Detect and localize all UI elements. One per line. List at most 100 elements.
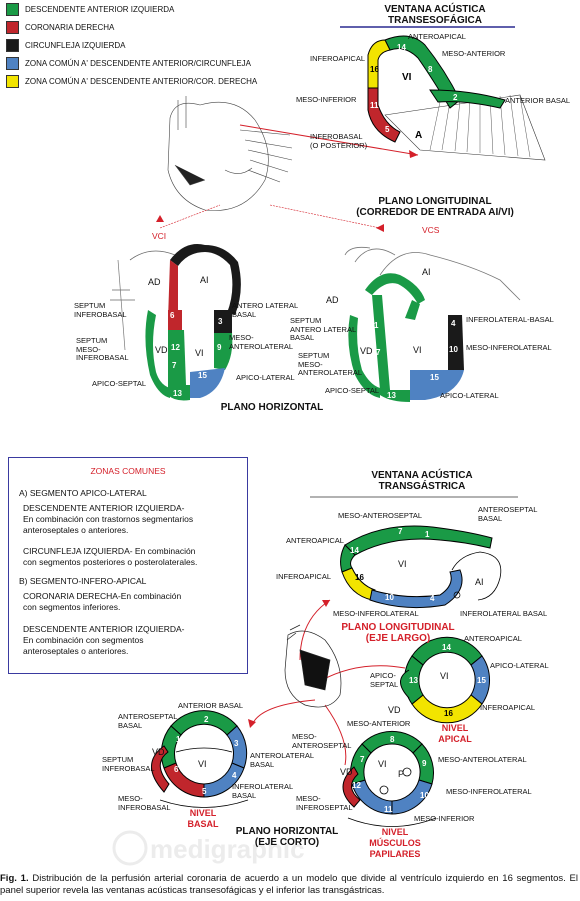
lbl-vi-basal: VI xyxy=(198,759,207,769)
heart-illustration-top xyxy=(167,96,293,211)
plano-h-bottom-2: (EJE CORTO) xyxy=(254,837,320,848)
lbl-anterior-basal-top: ANTERIOR BASAL xyxy=(505,96,571,105)
papillary-level-ring: 8 7 9 10 11 12 xyxy=(342,730,434,815)
basal-level-ring: 2 1 3 4 5 6 xyxy=(151,710,248,798)
lbl-ad-left: AD xyxy=(148,277,161,287)
lbl-anteroapical-top: ANTEROAPICAL xyxy=(408,32,466,41)
legend-item-zona-da-cd: ZONA COMÚN A' DESCENDENTE ANTERIOR/COR. … xyxy=(6,75,257,88)
segment-9 xyxy=(214,333,233,370)
seg-6: 6 xyxy=(170,311,175,320)
lbl-posterior-top: (O POSTERIOR) xyxy=(310,141,368,150)
lbl-meso-inferoseptal-pap: MESO-INFEROSEPTAL xyxy=(296,794,353,812)
caption-bold: Fig. 1. xyxy=(0,873,29,884)
lbl-vd-pap: VD xyxy=(340,767,353,777)
bottom-title-line1: VENTANA ACÚSTICA xyxy=(371,470,473,481)
seg-14: 14 xyxy=(397,43,406,52)
bottom-title: VENTANA ACÚSTICA TRANSGÁSTRICA xyxy=(352,470,492,492)
figure-caption: Fig. 1. Distribución de la perfusión art… xyxy=(0,873,578,896)
seg-4-bas: 4 xyxy=(232,771,237,780)
seg-7-long: 7 xyxy=(398,527,403,536)
heart-illustration-bottom xyxy=(284,624,342,708)
seg-2: 2 xyxy=(453,93,458,102)
lbl-vi-long: VI xyxy=(398,559,407,569)
segment-black-atrial xyxy=(170,244,241,315)
plano-long-bottom: PLANO LONGITUDINAL (EJE LARGO) xyxy=(333,622,463,644)
lbl-meso-inferolateral-long: MESO-INFEROLATERAL xyxy=(333,609,419,618)
lbl-apico-septal-right: APICO-SEPTAL xyxy=(325,386,380,395)
legend-label: CIRCUNFLEJA IZQUIERDA xyxy=(25,41,126,50)
seg-1: 1 xyxy=(374,321,379,330)
top-title-line2: TRANSESOFÁGICA xyxy=(388,15,482,26)
lbl-anteroapical-ap: ANTEROAPICAL xyxy=(464,634,522,643)
lbl-meso-anterolateral-left: MESO-ANTEROLATERAL xyxy=(229,333,294,351)
plano-h-bottom-1: PLANO HORIZONTAL xyxy=(235,826,339,837)
seg-15-b-num: 15 xyxy=(430,373,439,382)
segment-3 xyxy=(214,310,232,333)
lbl-inferoapical-top: INFEROAPICAL xyxy=(310,54,366,63)
box-line: CIRCUNFLEJA IZQUIERDA- En combinación xyxy=(23,546,196,556)
top-title-line1: VENTANA ACÚSTICA xyxy=(384,4,486,15)
lbl-vi-left: VI xyxy=(195,348,204,358)
seg-16-ap: 16 xyxy=(444,709,453,718)
lbl-apico-lateral-right: APICO-LATERAL xyxy=(440,391,499,400)
seg-1-long: 1 xyxy=(425,530,430,539)
bottom-title-line2: TRANSGÁSTRICA xyxy=(378,481,466,492)
heart-outline xyxy=(167,101,269,211)
plano-horizontal-bottom: PLANO HORIZONTAL (EJE CORTO) xyxy=(222,826,352,848)
segment-15-b xyxy=(410,370,464,400)
box-line: A) SEGMENTO APICO-LATERAL xyxy=(19,488,147,498)
lbl-ad-right: AD xyxy=(326,295,339,305)
seg-5: 5 xyxy=(385,125,390,134)
lbl-meso-anterior-top: MESO-ANTERIOR xyxy=(442,49,506,58)
legend-label: DESCENDENTE ANTERIOR IZQUIERDA xyxy=(25,5,175,14)
lbl-anterior-basal: ANTERIOR BASAL xyxy=(178,701,244,710)
lbl-apico-lateral-ap: APICO-LATERAL xyxy=(490,661,549,670)
lbl-vi-pap: VI xyxy=(378,759,387,769)
tee-long-axis-view: VI A 14 8 2 16 11 5 xyxy=(367,35,546,161)
legend-label: CORONARIA DERECHA xyxy=(25,23,115,32)
lbl-meso-inferior-pap: MESO-INFERIOR xyxy=(414,814,475,823)
seg-14-long: 14 xyxy=(350,546,359,555)
seg-10: 10 xyxy=(449,345,458,354)
arrow-to-basal xyxy=(251,699,316,726)
plano-horizontal-middle: PLANO HORIZONTAL xyxy=(220,402,324,413)
box-title: ZONAS COMUNES xyxy=(90,466,166,476)
seg-15-ap: 15 xyxy=(477,676,486,685)
lbl-vi-right: VI xyxy=(413,345,422,355)
legend-swatch xyxy=(6,39,19,52)
segment-16-inferoapical xyxy=(367,39,391,89)
box-line: B) SEGMENTO-INFERO-APICAL xyxy=(19,576,147,586)
box-line: CORONARIA DERECHA-En combinación xyxy=(23,591,182,601)
seg-3-bas: 3 xyxy=(234,739,239,748)
seg-7: 7 xyxy=(172,361,177,370)
box-line: anteroseptales o anteriores. xyxy=(23,525,129,535)
lbl-vd-basal: VD xyxy=(152,747,165,757)
lbl-vi-ap: VI xyxy=(440,671,449,681)
seg-12-pap: 12 xyxy=(352,781,361,790)
legend-item-descendente: DESCENDENTE ANTERIOR IZQUIERDA xyxy=(6,3,174,16)
legend-label: ZONA COMÚN A' DESCENDENTE ANTERIOR/CIRCU… xyxy=(25,59,251,68)
seg-13-ap: 13 xyxy=(409,676,418,685)
long-axis-middle-right: 1 7 4 10 15 13 xyxy=(344,246,521,402)
seg-15: 15 xyxy=(198,371,207,380)
lbl-meso-inferior-top: MESO-INFERIOR xyxy=(296,95,357,104)
segment-1-7 xyxy=(372,295,390,390)
plano-longitudinal-top: PLANO LONGITUDINAL (CORREDOR DE ENTRADA … xyxy=(340,196,530,218)
plano-long-line1: PLANO LONGITUDINAL xyxy=(378,196,492,207)
seg-14-ap: 14 xyxy=(442,643,451,652)
lbl-meso-inferolateral-right: MESO-INFEROLATERAL xyxy=(466,343,552,352)
plano-long-bottom-1: PLANO LONGITUDINAL xyxy=(341,622,455,633)
lbl-apico-septal-left: APICO-SEPTAL xyxy=(92,379,147,388)
lbl-meso-anterolateral-pap: MESO-ANTEROLATERAL xyxy=(438,755,527,764)
lbl-meso-inferolateral-pap: MESO-INFEROLATERAL xyxy=(446,787,532,796)
